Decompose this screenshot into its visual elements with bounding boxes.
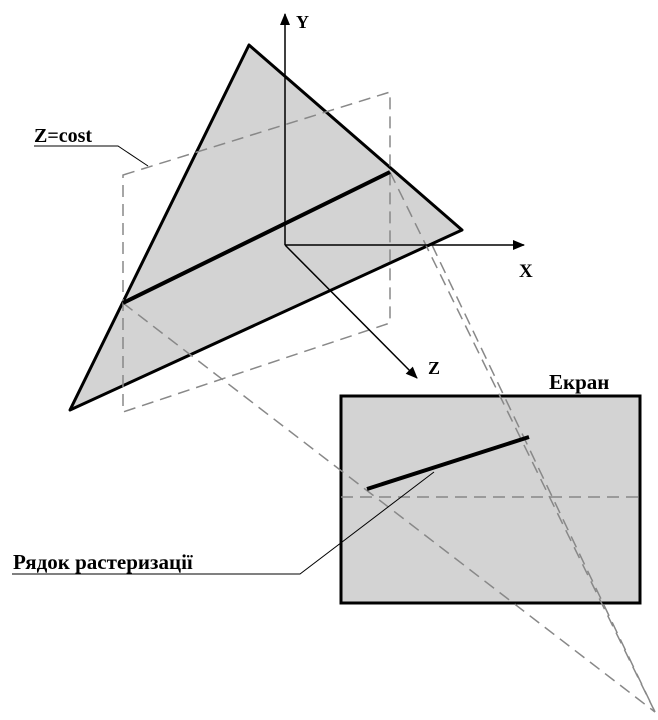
screen-rectangle <box>339 394 642 605</box>
projection-line-left <box>122 302 656 713</box>
projection-line-right <box>389 171 656 713</box>
z-axis-label: Z <box>428 358 440 378</box>
projection-line-vertex <box>431 244 656 713</box>
scanline-label-leader <box>12 471 435 575</box>
triangle-polygon <box>68 43 464 412</box>
y-axis-label: Y <box>296 12 309 32</box>
screen-label: Екран <box>549 370 609 394</box>
triangle-scanline-segment <box>122 170 391 305</box>
plane-label-leader <box>34 145 149 167</box>
screen-scanline-segment <box>366 435 530 491</box>
x-axis-label: X <box>519 261 533 282</box>
plane-label: Z=cost <box>34 125 92 147</box>
scanline-label: Рядок растеризації <box>13 550 193 574</box>
z-axis <box>284 244 418 379</box>
